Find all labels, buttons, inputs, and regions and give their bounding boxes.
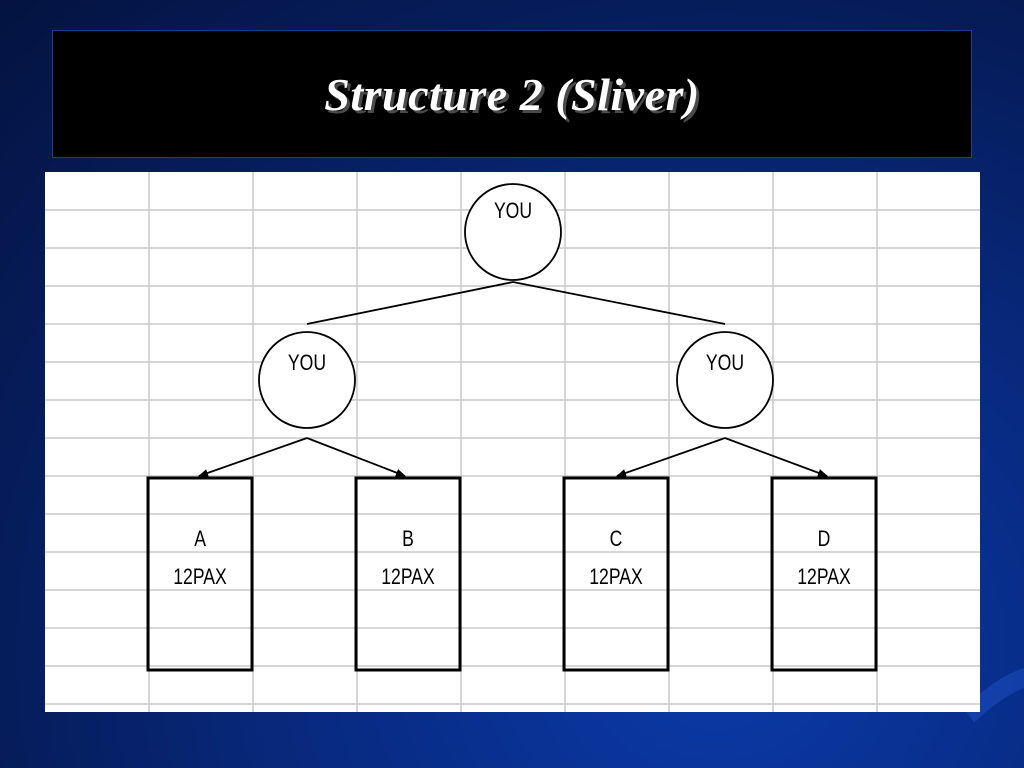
root-node: YOU bbox=[464, 183, 562, 281]
arrow-to-b bbox=[306, 437, 406, 477]
leaf-d-letter: D bbox=[818, 527, 831, 551]
leaf-c-pax: 12PAX bbox=[589, 565, 642, 589]
leaf-d-pax: 12PAX bbox=[797, 565, 850, 589]
slide-title: Structure 2 (Sliver) bbox=[324, 68, 700, 120]
diagram-panel: YOU YOU YOU A 12PAX B 12PAX C 12PAX D bbox=[45, 172, 980, 712]
title-bar: Structure 2 (Sliver) bbox=[52, 30, 972, 158]
leaf-box-b: B 12PAX bbox=[354, 476, 462, 672]
tree-diagram: YOU YOU YOU A 12PAX B 12PAX C 12PAX D bbox=[45, 172, 980, 712]
connector-root-right bbox=[512, 281, 726, 325]
leaf-b-pax: 12PAX bbox=[381, 565, 434, 589]
level1-node-left-label: YOU bbox=[288, 351, 326, 375]
leaf-box-a: A 12PAX bbox=[146, 476, 254, 672]
spreadsheet-grid bbox=[45, 172, 980, 712]
leaf-box-c: C 12PAX bbox=[562, 476, 670, 672]
arrow-to-c bbox=[616, 437, 726, 477]
level1-node-left: YOU bbox=[258, 331, 356, 429]
level1-node-right-label: YOU bbox=[706, 351, 744, 375]
tree-connectors bbox=[198, 281, 828, 477]
arrow-to-d bbox=[724, 437, 828, 477]
leaf-a-pax: 12PAX bbox=[173, 565, 226, 589]
leaf-a-letter: A bbox=[194, 527, 206, 551]
root-node-label: YOU bbox=[494, 199, 532, 223]
connector-root-left bbox=[306, 281, 514, 325]
arrow-to-a bbox=[198, 437, 308, 477]
leaf-box-d: D 12PAX bbox=[770, 476, 878, 672]
leaf-c-letter: C bbox=[610, 527, 623, 551]
leaf-b-letter: B bbox=[402, 527, 414, 551]
level1-node-right: YOU bbox=[676, 331, 774, 429]
